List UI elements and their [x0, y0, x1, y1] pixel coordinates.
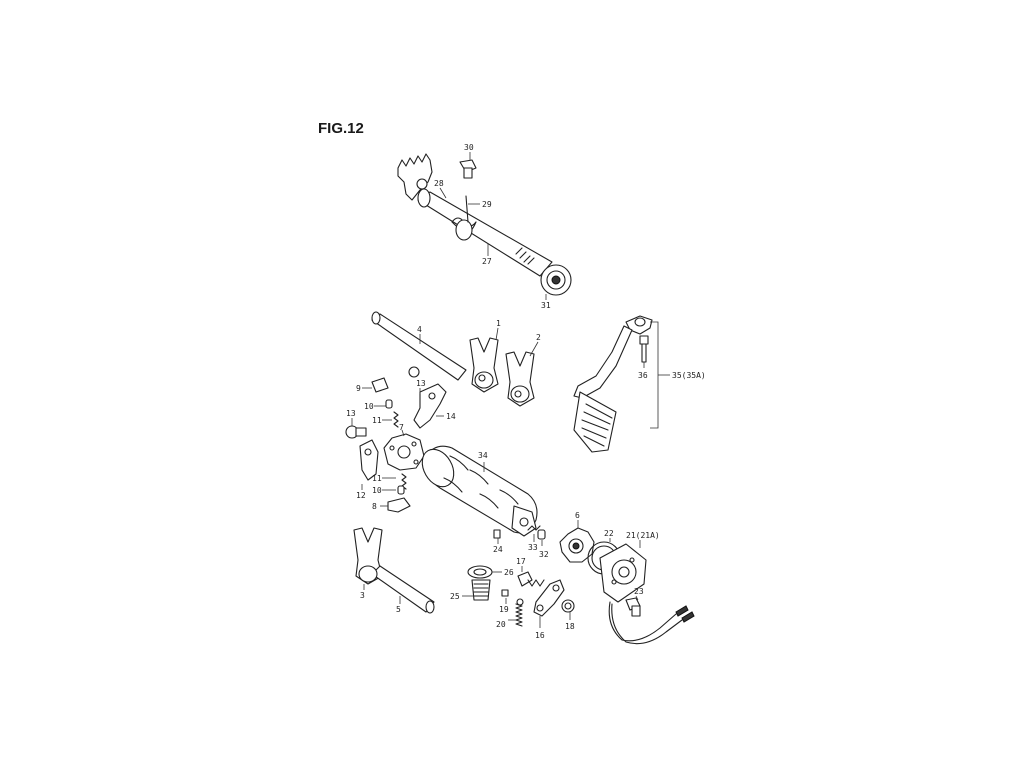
label-32: 32 [539, 550, 549, 559]
label-36: 36 [638, 371, 648, 380]
fork-guide-bar-and-forks [371, 311, 535, 429]
label-30: 30 [464, 143, 474, 152]
label-7: 7 [399, 423, 404, 432]
shift-drum [421, 445, 538, 537]
label-26: 26 [504, 568, 514, 577]
figure-title: FIG.12 [318, 120, 364, 137]
label-4: 4 [417, 325, 422, 334]
label-27: 27 [482, 257, 492, 266]
gear-position-switch-parts [559, 520, 695, 645]
label-31: 31 [541, 301, 551, 310]
label-2: 2 [536, 333, 541, 342]
label-29: 29 [482, 200, 492, 209]
label-9: 9 [356, 384, 361, 393]
label-28: 28 [434, 179, 444, 188]
label-19: 19 [499, 605, 509, 614]
label-25: 25 [450, 592, 460, 601]
label-13-upper: 13 [416, 379, 426, 388]
label-22: 22 [604, 529, 614, 538]
label-10-upper: 10 [364, 402, 374, 411]
label-3: 3 [360, 591, 365, 600]
label-1: 1 [496, 319, 501, 328]
label-11-lower: 11 [372, 474, 382, 483]
gear-shift-shaft-assembly [397, 153, 572, 296]
fork-3-and-guide-bar-5 [353, 527, 435, 614]
label-17: 17 [516, 557, 526, 566]
label-10-lower: 10 [372, 486, 382, 495]
drum-pins [493, 525, 546, 546]
label-35: 35(35A) [672, 371, 706, 380]
label-21: 21(21A) [626, 531, 660, 540]
leader-lines-forks [362, 327, 539, 421]
label-5: 5 [396, 605, 401, 614]
label-8: 8 [372, 502, 377, 511]
label-6: 6 [575, 511, 580, 520]
label-34: 34 [478, 451, 488, 460]
label-23: 23 [634, 587, 644, 596]
label-11-upper: 11 [372, 416, 382, 425]
label-14: 14 [446, 412, 456, 421]
stopper-parts-cluster [345, 377, 425, 513]
part-number-labels: 30 28 29 27 31 4 1 2 9 10 11 13 14 13 7 … [346, 143, 706, 640]
label-13-left: 13 [346, 409, 356, 418]
leader-lines-left [351, 418, 405, 507]
label-20: 20 [496, 620, 506, 629]
leader-lines-upper [439, 152, 547, 300]
label-16: 16 [535, 631, 545, 640]
gear-shift-pedal [573, 315, 670, 453]
label-12: 12 [356, 491, 366, 500]
label-33: 33 [528, 543, 538, 552]
label-24: 24 [493, 545, 503, 554]
shift-arm-and-spring-parts [462, 565, 575, 628]
label-18: 18 [565, 622, 575, 631]
